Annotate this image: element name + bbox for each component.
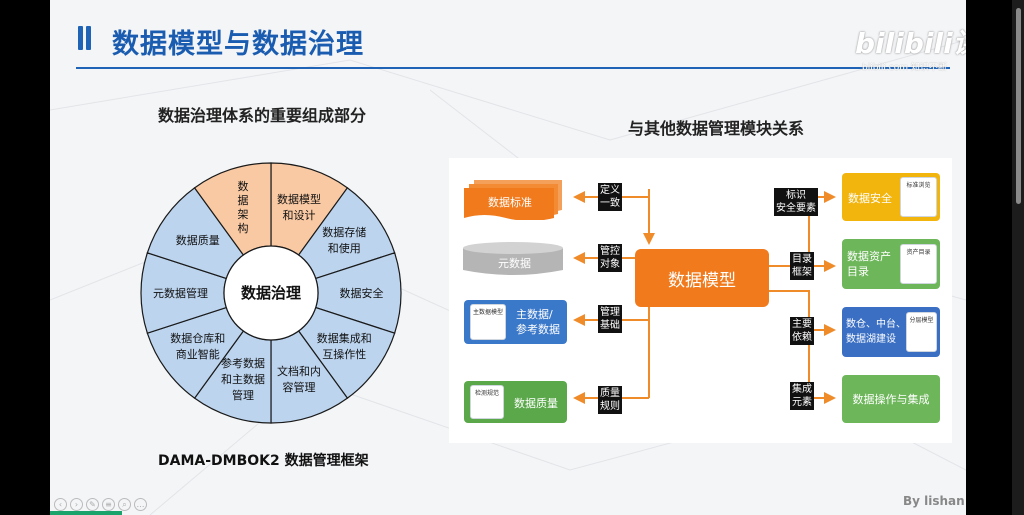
edge-label-security-elements: 标识安全要素 [774, 188, 818, 216]
metadata-label: 元数据 [498, 257, 531, 270]
wheel-segment-label-3: 数据集成和互操作性 [317, 331, 372, 361]
data-model-label: 数据模型 [668, 270, 736, 291]
wheel-segment-label-6: 数据仓库和商业智能 [170, 331, 225, 361]
document-stack-shape [464, 180, 562, 220]
metadata-node: 元数据 [463, 242, 563, 276]
wheel-segment-label-2: 数据安全 [340, 286, 384, 300]
wheel-center [223, 245, 319, 341]
left-subtitle: 数据治理体系的重要组成部分 [158, 106, 367, 125]
edge-label-catalog-framework: 目录框架 [790, 252, 814, 280]
edge-label-integration-elements: 集成元素 [790, 382, 814, 410]
more-icon[interactable]: … [134, 498, 147, 511]
pen-icon[interactable]: ✎ [86, 498, 99, 511]
master-data-label: 主数据/ 参考数据 [516, 307, 560, 337]
governance-wheel: 数据模型和设计数据存储和使用数据安全数据集成和互操作性文档和内容管理参考数据和主… [140, 162, 402, 424]
cylinder-shape [463, 242, 563, 275]
data-standard-label: 数据标准 [488, 196, 532, 209]
warehouse-label-line2: 数据湖建设 [846, 334, 896, 345]
bilibili-logo-subtext: blibili.com 知识不断 [862, 63, 947, 73]
relationship-diagram: 数据标准 元数据 主数据模型 主数据/ 参考数据 检测规范 数据质量 定义一致 … [449, 158, 952, 443]
asset-thumbnail: 资产目录 [900, 244, 937, 284]
wheel-segment-label-7: 元数据管理 [153, 286, 208, 300]
edge-label-quality-rules: 质量规则 [598, 386, 622, 414]
data-model-center-node: 数据模型 [635, 249, 769, 307]
master-data-node: 主数据模型 主数据/ 参考数据 [464, 300, 567, 344]
scrollbar-track[interactable] [1012, 0, 1024, 515]
zoom-icon[interactable]: ⌕ [118, 498, 131, 511]
slide-nav-controls[interactable]: ‹ › ✎ ≡ ⌕ … [54, 498, 147, 511]
next-slide-icon[interactable]: › [70, 498, 83, 511]
wheel-center-label: 数据治理 [241, 284, 301, 302]
edge-label-control-object: 管控对象 [598, 244, 622, 272]
edge-label-main-dependency: 主要依赖 [790, 317, 814, 345]
data-security-label: 数据安全 [848, 192, 892, 205]
slide-title: 数据模型与数据治理 [112, 29, 364, 60]
data-standard-node: 数据标准 [464, 180, 562, 220]
menu-icon[interactable]: ≡ [102, 498, 115, 511]
data-ops-integration-node: 数据操作与集成 [842, 375, 940, 423]
security-thumbnail: 标准浏览 [900, 177, 937, 217]
master-data-label-line1: 主数据/ [516, 308, 553, 321]
wheel-segment-label-0: 数据模型和设计 [277, 192, 321, 222]
data-asset-label-line2: 目录 [847, 265, 869, 278]
wheel-segment-label-5: 参考数据和主数据管理 [221, 356, 265, 402]
title-accent-bars [78, 26, 92, 50]
wheel-segment-label-8: 数据质量 [176, 233, 220, 247]
wheel-segment-label-9: 数据架构 [238, 180, 249, 235]
quality-thumbnail: 检测规范 [470, 385, 504, 419]
bilibili-logo: bilibili课堂 [855, 27, 966, 60]
data-security-node: 数据安全 标准浏览 [842, 173, 940, 221]
wheel-segment-label-4: 文档和内容管理 [277, 364, 321, 394]
warehouse-thumbnail: 分层模型 [906, 312, 937, 352]
scrollbar-thumb[interactable] [1016, 8, 1021, 204]
warehouse-label: 数仓、中台、 数据湖建设 [846, 317, 906, 347]
warehouse-node: 数仓、中台、 数据湖建设 分层模型 [842, 307, 940, 357]
prev-slide-icon[interactable]: ‹ [54, 498, 67, 511]
data-quality-node: 检测规范 数据质量 [464, 381, 567, 423]
wheel-segment-label-1: 数据存储和使用 [322, 225, 366, 255]
edge-label-define-consistent: 定义一致 [598, 183, 622, 211]
data-ops-label: 数据操作与集成 [852, 393, 930, 406]
title-rule [76, 67, 950, 69]
playback-progress-bar [50, 511, 122, 515]
master-data-thumbnail: 主数据模型 [470, 304, 506, 340]
dama-caption: DAMA-DMBOK2 数据管理框架 [158, 453, 369, 469]
slide: 数据模型与数据治理 bilibili课堂 blibili.com 知识不断 数据… [50, 0, 966, 515]
data-asset-catalog-node: 数据资产 目录 资产目录 [842, 239, 940, 289]
master-data-label-line2: 参考数据 [516, 323, 560, 336]
right-subtitle: 与其他数据管理模块关系 [628, 119, 805, 138]
author-footer: By lishan [903, 494, 965, 508]
data-asset-label-line1: 数据资产 [847, 250, 891, 263]
edge-label-management-base: 管理基础 [598, 305, 622, 333]
data-quality-label: 数据质量 [514, 397, 558, 410]
warehouse-label-line1: 数仓、中台、 [846, 319, 906, 330]
data-asset-label: 数据资产 目录 [847, 249, 891, 279]
